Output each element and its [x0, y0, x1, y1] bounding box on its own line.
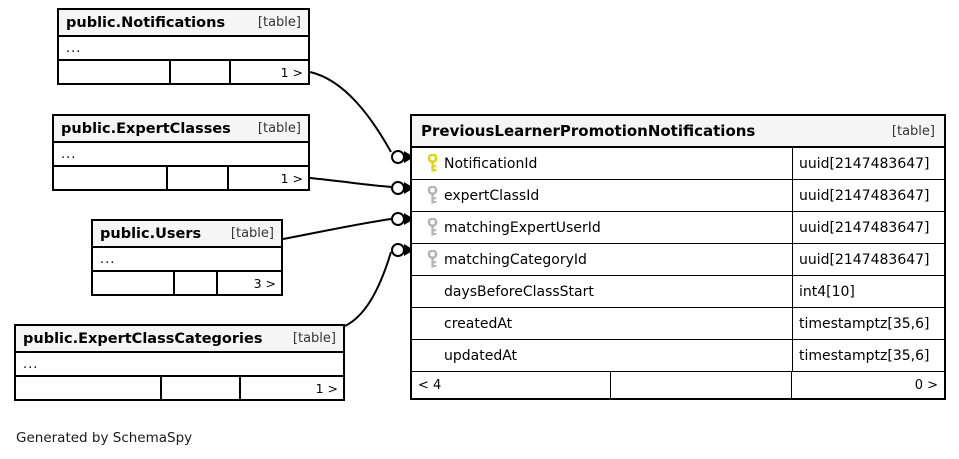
column-name: daysBeforeClassStart: [444, 283, 594, 300]
footer-cell-middle: [610, 372, 792, 398]
column-type: uuid[2147483647]: [792, 148, 944, 179]
collapsed-columns-row: ...: [93, 248, 281, 272]
main-table-footer: < 4 0 >: [412, 372, 944, 398]
column-row-updatedat[interactable]: updatedAt timestamptz[35,6]: [412, 340, 944, 372]
table-header: public.ExpertClassCategories [table]: [16, 326, 343, 353]
column-type: timestamptz[35,6]: [792, 308, 944, 339]
column-name-cell: createdAt: [412, 308, 792, 339]
column-row-matchingexpertuserid[interactable]: matchingExpertUserId uuid[2147483647]: [412, 212, 944, 244]
table-title: public.Notifications: [66, 14, 226, 31]
footer-cell-right: 0 >: [914, 377, 938, 393]
footer-cell-middle: [173, 272, 218, 294]
table-footer: 1 >: [16, 377, 343, 399]
footer-cell-left: [16, 377, 160, 399]
footer-cell-right: 3 >: [253, 275, 276, 291]
column-name: createdAt: [444, 315, 513, 332]
collapsed-columns-row: ...: [59, 37, 308, 61]
column-name: matchingExpertUserId: [444, 219, 601, 236]
column-name: expertClassId: [444, 187, 540, 204]
table-box-notifications[interactable]: public.Notifications [table] ... 1 >: [57, 8, 310, 85]
column-row-createdat[interactable]: createdAt timestamptz[35,6]: [412, 308, 944, 340]
table-title: public.Users: [100, 225, 202, 242]
column-name-cell: updatedAt: [412, 340, 792, 371]
foreign-key-icon: [420, 249, 444, 270]
main-table-header: PreviousLearnerPromotionNotifications [t…: [412, 116, 944, 148]
footer-cell-right: 1 >: [315, 380, 338, 396]
table-type-tag: [table]: [292, 331, 336, 346]
column-name: NotificationId: [444, 155, 538, 172]
column-type: int4[10]: [792, 276, 944, 307]
footer-cell-left: [54, 167, 166, 189]
column-type: uuid[2147483647]: [792, 244, 944, 275]
collapsed-columns-row: ...: [16, 353, 343, 377]
foreign-key-icon: [420, 217, 444, 238]
relationship-line-expertclasscategories: [344, 251, 392, 327]
table-footer: 1 >: [59, 61, 308, 83]
column-name: matchingCategoryId: [444, 251, 587, 268]
table-type-tag: [table]: [230, 226, 274, 241]
relationship-line-users: [282, 218, 392, 240]
footer-cell-middle: [160, 377, 241, 399]
column-row-matchingcategoryid[interactable]: matchingCategoryId uuid[2147483647]: [412, 244, 944, 276]
foreign-key-icon: [420, 185, 444, 206]
column-name-cell: matchingExpertUserId: [412, 212, 792, 243]
table-box-users[interactable]: public.Users [table] ... 3 >: [91, 219, 283, 296]
relationship-line-notifications: [309, 71, 392, 153]
footer-cell-left: [93, 272, 173, 294]
ellipsis-label: ...: [100, 251, 116, 267]
footer-cell-middle: [166, 167, 229, 189]
column-row-notificationid[interactable]: NotificationId uuid[2147483647]: [412, 148, 944, 180]
main-table-type-tag: [table]: [891, 123, 935, 139]
column-name-cell: expertClassId: [412, 180, 792, 211]
column-name-cell: NotificationId: [412, 148, 792, 179]
footer-cell-left: [59, 61, 169, 83]
table-type-tag: [table]: [257, 15, 301, 30]
table-type-tag: [table]: [257, 121, 301, 136]
main-table-title: PreviousLearnerPromotionNotifications: [421, 122, 756, 140]
footer-cell-right: 1 >: [280, 170, 303, 186]
footer-cell-middle: [169, 61, 231, 83]
column-type: uuid[2147483647]: [792, 180, 944, 211]
collapsed-columns-row: ...: [54, 143, 308, 167]
table-box-previouslearnerpromotionnotifications[interactable]: PreviousLearnerPromotionNotifications [t…: [410, 114, 946, 400]
relationship-line-expertclasses: [309, 177, 392, 188]
primary-key-icon: [420, 153, 444, 174]
generated-by-caption: Generated by SchemaSpy: [16, 430, 193, 446]
column-name: updatedAt: [444, 347, 518, 364]
table-footer: 3 >: [93, 272, 281, 294]
table-box-expertclasses[interactable]: public.ExpertClasses [table] ... 1 >: [52, 114, 310, 191]
ellipsis-label: ...: [61, 146, 77, 162]
ellipsis-label: ...: [66, 40, 82, 56]
ellipsis-label: ...: [23, 356, 39, 372]
column-row-expertclassid[interactable]: expertClassId uuid[2147483647]: [412, 180, 944, 212]
table-footer: 1 >: [54, 167, 308, 189]
column-name-cell: matchingCategoryId: [412, 244, 792, 275]
table-header: public.Users [table]: [93, 221, 281, 248]
table-title: public.ExpertClasses: [61, 120, 231, 137]
column-type: uuid[2147483647]: [792, 212, 944, 243]
table-box-expertclasscategories[interactable]: public.ExpertClassCategories [table] ...…: [14, 324, 345, 401]
table-title: public.ExpertClassCategories: [23, 330, 263, 347]
table-header: public.Notifications [table]: [59, 10, 308, 37]
column-name-cell: daysBeforeClassStart: [412, 276, 792, 307]
table-header: public.ExpertClasses [table]: [54, 116, 308, 143]
column-type: timestamptz[35,6]: [792, 340, 944, 371]
footer-cell-left: < 4: [418, 377, 442, 393]
column-row-daysbeforeclassstart[interactable]: daysBeforeClassStart int4[10]: [412, 276, 944, 308]
relationship-endpoints: [391, 150, 414, 257]
footer-cell-right: 1 >: [280, 64, 303, 80]
